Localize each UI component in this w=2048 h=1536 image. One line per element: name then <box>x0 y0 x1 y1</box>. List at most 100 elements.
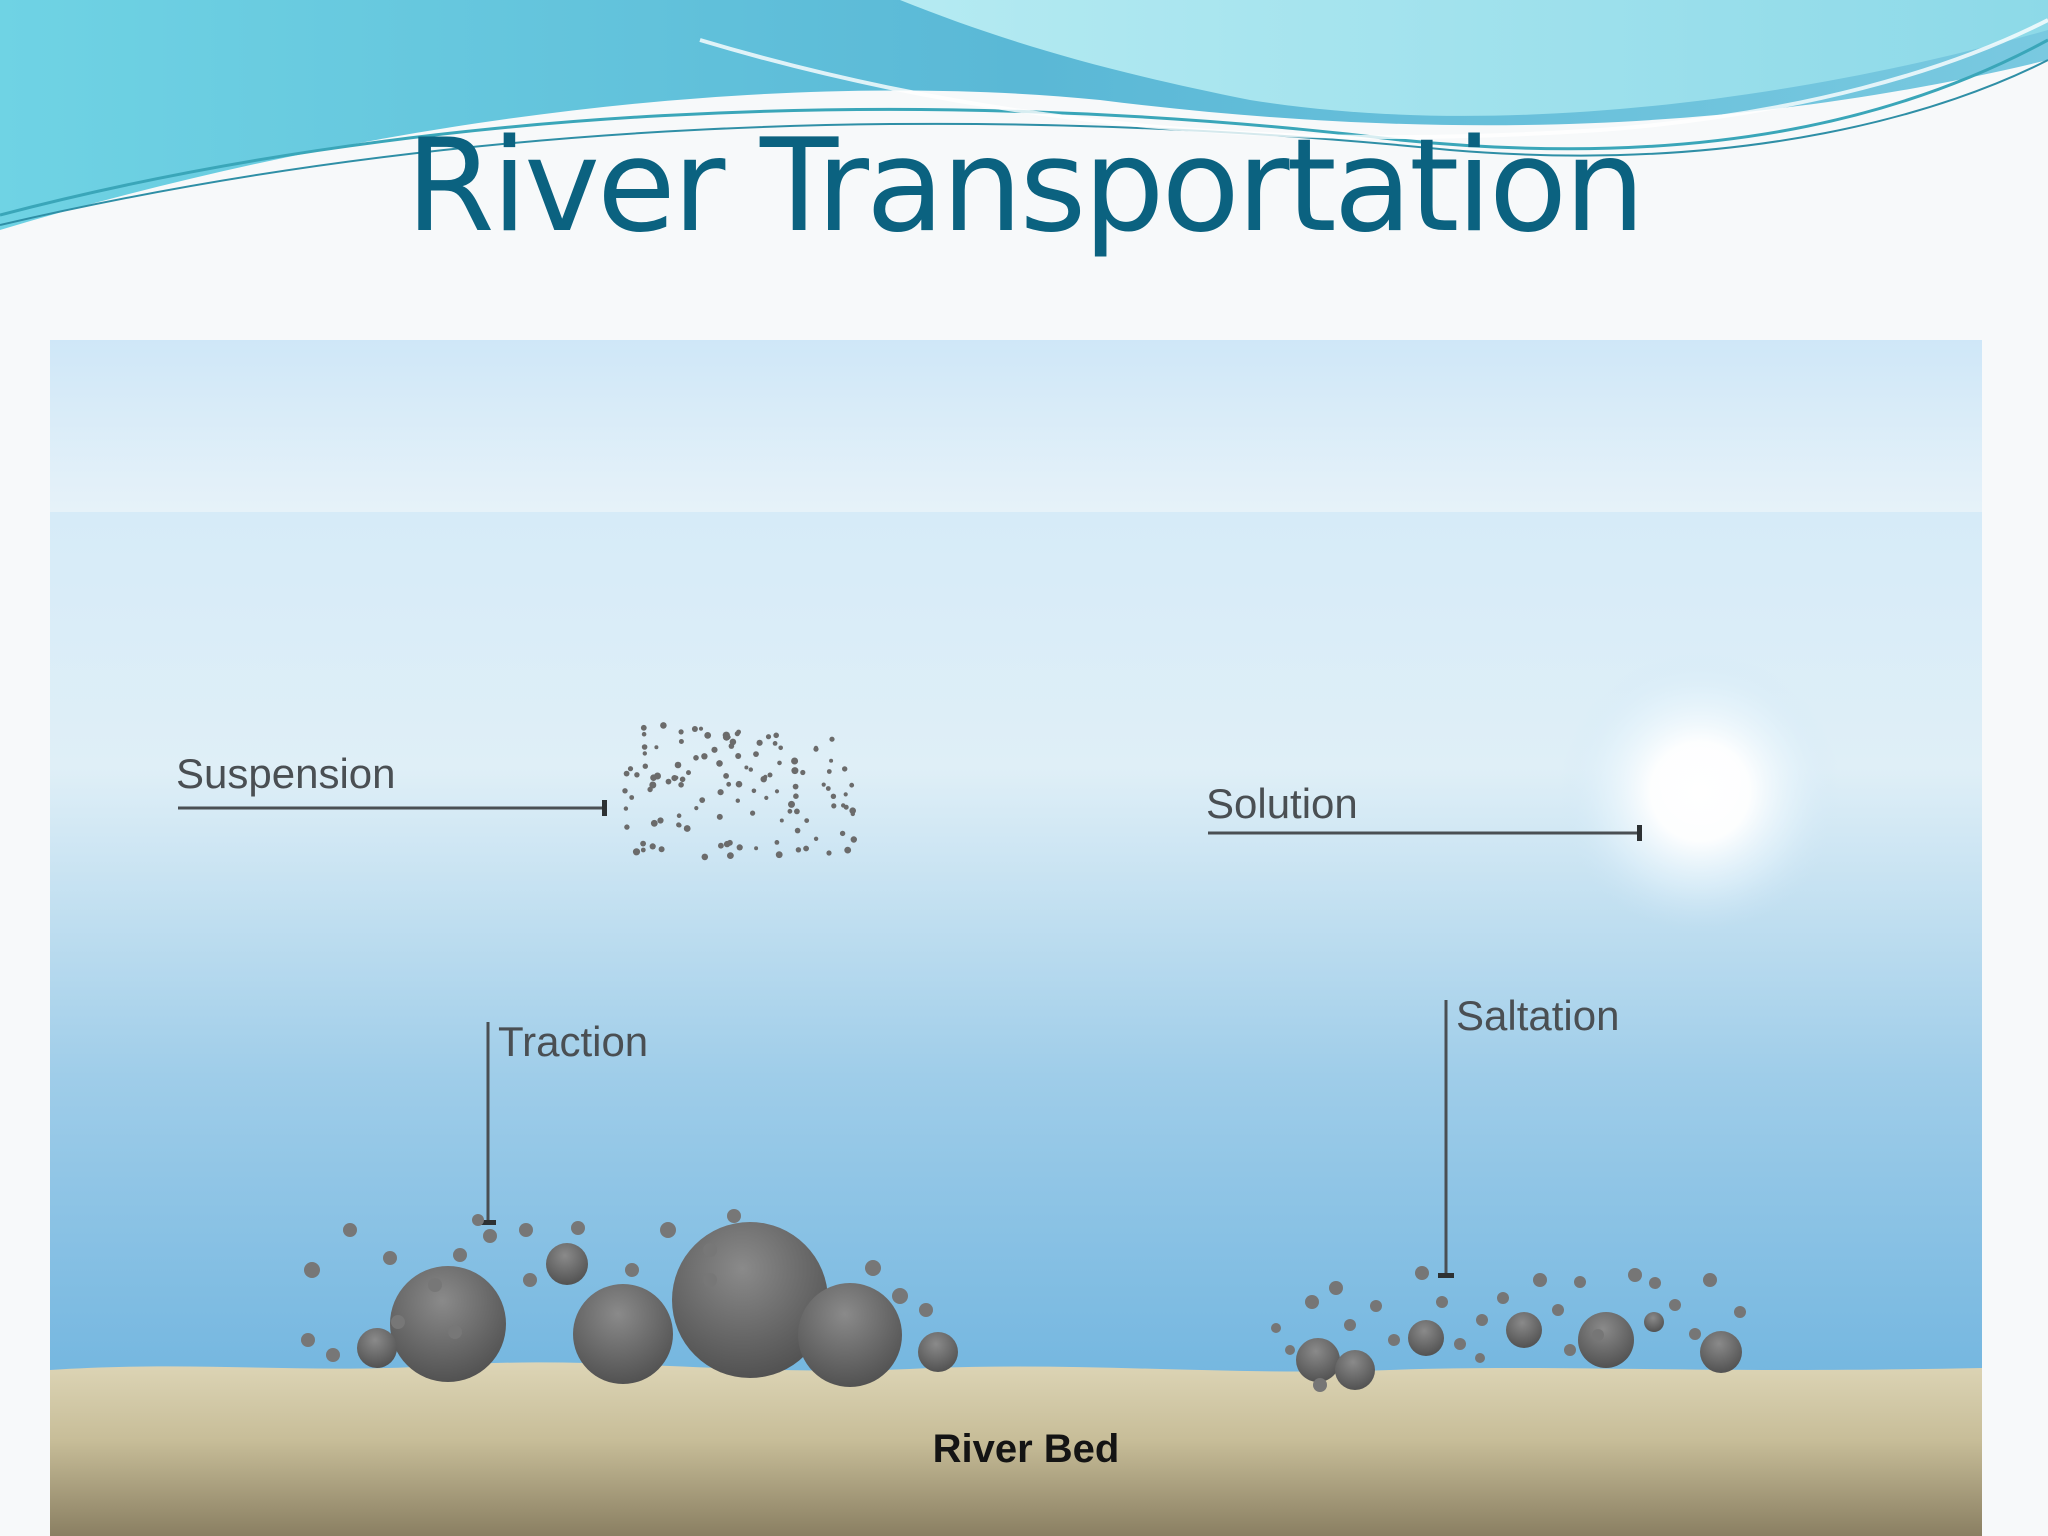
suspended-particle <box>788 800 795 808</box>
suspended-particle <box>728 743 735 749</box>
traction-gravel <box>892 1288 908 1304</box>
suspended-particle <box>735 798 740 803</box>
traction-gravel <box>301 1333 315 1347</box>
suspended-particle <box>775 851 783 859</box>
suspended-particle <box>674 775 679 780</box>
page-title: River Transportation <box>405 112 1646 261</box>
suspended-particle <box>844 846 852 854</box>
suspended-particle <box>647 786 653 793</box>
suspended-particle <box>777 760 782 766</box>
suspended-particle <box>765 734 772 740</box>
traction-gravel <box>660 1222 676 1238</box>
traction-boulder <box>546 1243 588 1285</box>
suspended-particle <box>678 729 684 735</box>
suspended-particle <box>751 788 757 794</box>
suspended-particle <box>627 766 634 772</box>
suspended-particle <box>767 772 773 778</box>
saltation-grain <box>1313 1378 1327 1392</box>
traction-gravel <box>326 1348 340 1362</box>
suspended-particle <box>674 761 682 769</box>
solution-label: Solution <box>1206 780 1358 827</box>
suspended-particle <box>649 843 656 850</box>
saltation-grain <box>1689 1328 1701 1340</box>
traction-boulder <box>573 1284 673 1384</box>
traction-indicator <box>480 1022 496 1225</box>
suspended-particle <box>772 741 778 746</box>
suspended-particle <box>753 751 759 757</box>
suspended-particle <box>735 753 742 759</box>
saltation-grain <box>1344 1319 1356 1331</box>
suspended-particle <box>723 773 729 779</box>
suspended-particle <box>778 745 783 751</box>
suspended-particle <box>744 765 749 770</box>
river-transportation-diagram: Suspension Solution Traction Saltation R… <box>50 340 1982 1536</box>
suspended-particle <box>850 811 855 817</box>
traction-boulder <box>672 1222 828 1378</box>
suspended-particle <box>826 769 832 774</box>
suspended-particle <box>850 836 857 843</box>
suspended-particle <box>622 788 628 794</box>
suspended-particle <box>736 844 743 851</box>
saltation-grain <box>1436 1296 1448 1308</box>
saltation-grain <box>1628 1268 1642 1282</box>
suspended-particle <box>678 782 684 788</box>
suspended-particle <box>804 818 810 823</box>
suspended-particle <box>716 813 723 820</box>
suspended-particle <box>800 769 806 776</box>
traction-boulder <box>798 1283 902 1387</box>
suspended-particle <box>642 763 648 769</box>
suspended-particle <box>701 853 709 861</box>
traction-gravel <box>625 1263 639 1277</box>
suspended-particle <box>640 724 647 731</box>
suspended-particle <box>693 755 699 761</box>
suspended-particle <box>787 808 793 814</box>
suspended-particle <box>704 732 712 739</box>
suspended-particle <box>665 778 672 785</box>
suspended-particle <box>654 772 661 780</box>
saltation-label: Saltation <box>1456 992 1619 1039</box>
traction-gravel <box>523 1273 537 1287</box>
traction-gravel <box>453 1248 467 1262</box>
suspended-particle <box>686 770 691 776</box>
traction-gravel <box>483 1229 497 1243</box>
saltation-grain <box>1271 1323 1281 1333</box>
suspended-particle <box>718 842 724 849</box>
suspended-particle <box>717 789 724 796</box>
dissolved-solution-glow <box>1560 652 1840 932</box>
suspended-particle <box>735 780 743 788</box>
saltation-grain <box>1703 1273 1717 1287</box>
suspended-particle <box>711 746 718 753</box>
traction-gravel <box>703 1243 717 1257</box>
suspended-particle <box>842 766 848 772</box>
suspended-particle <box>722 731 730 739</box>
traction-gravel <box>919 1303 933 1317</box>
traction-label: Traction <box>498 1018 648 1065</box>
suspended-particle <box>849 782 855 788</box>
saltation-grain <box>1454 1338 1466 1350</box>
saltation-pebble <box>1644 1312 1664 1332</box>
suspended-particle <box>641 731 647 737</box>
traction-boulder <box>918 1332 958 1372</box>
suspended-particle <box>676 822 682 828</box>
suspended-particle <box>632 848 641 856</box>
suspended-particle <box>641 744 648 750</box>
suspended-particle <box>698 726 704 731</box>
traction-gravel <box>865 1260 881 1276</box>
traction-gravel <box>391 1315 405 1329</box>
suspended-particle <box>831 803 837 809</box>
suspended-particle <box>629 795 635 800</box>
traction-gravel <box>472 1214 484 1226</box>
saltation-grain <box>1415 1266 1429 1280</box>
traction-gravel <box>304 1262 320 1278</box>
suspension-indicator <box>178 800 607 816</box>
suspended-particle <box>679 776 686 783</box>
suspended-particle <box>763 774 768 779</box>
suspended-particle <box>779 818 784 823</box>
traction-gravel <box>571 1221 585 1235</box>
saltation-grain <box>1305 1295 1319 1309</box>
suspended-particle <box>676 813 682 818</box>
suspended-particle <box>642 751 647 756</box>
suspended-particle <box>624 824 630 830</box>
suspended-particle <box>813 746 819 752</box>
saltation-indicator <box>1438 1000 1454 1278</box>
